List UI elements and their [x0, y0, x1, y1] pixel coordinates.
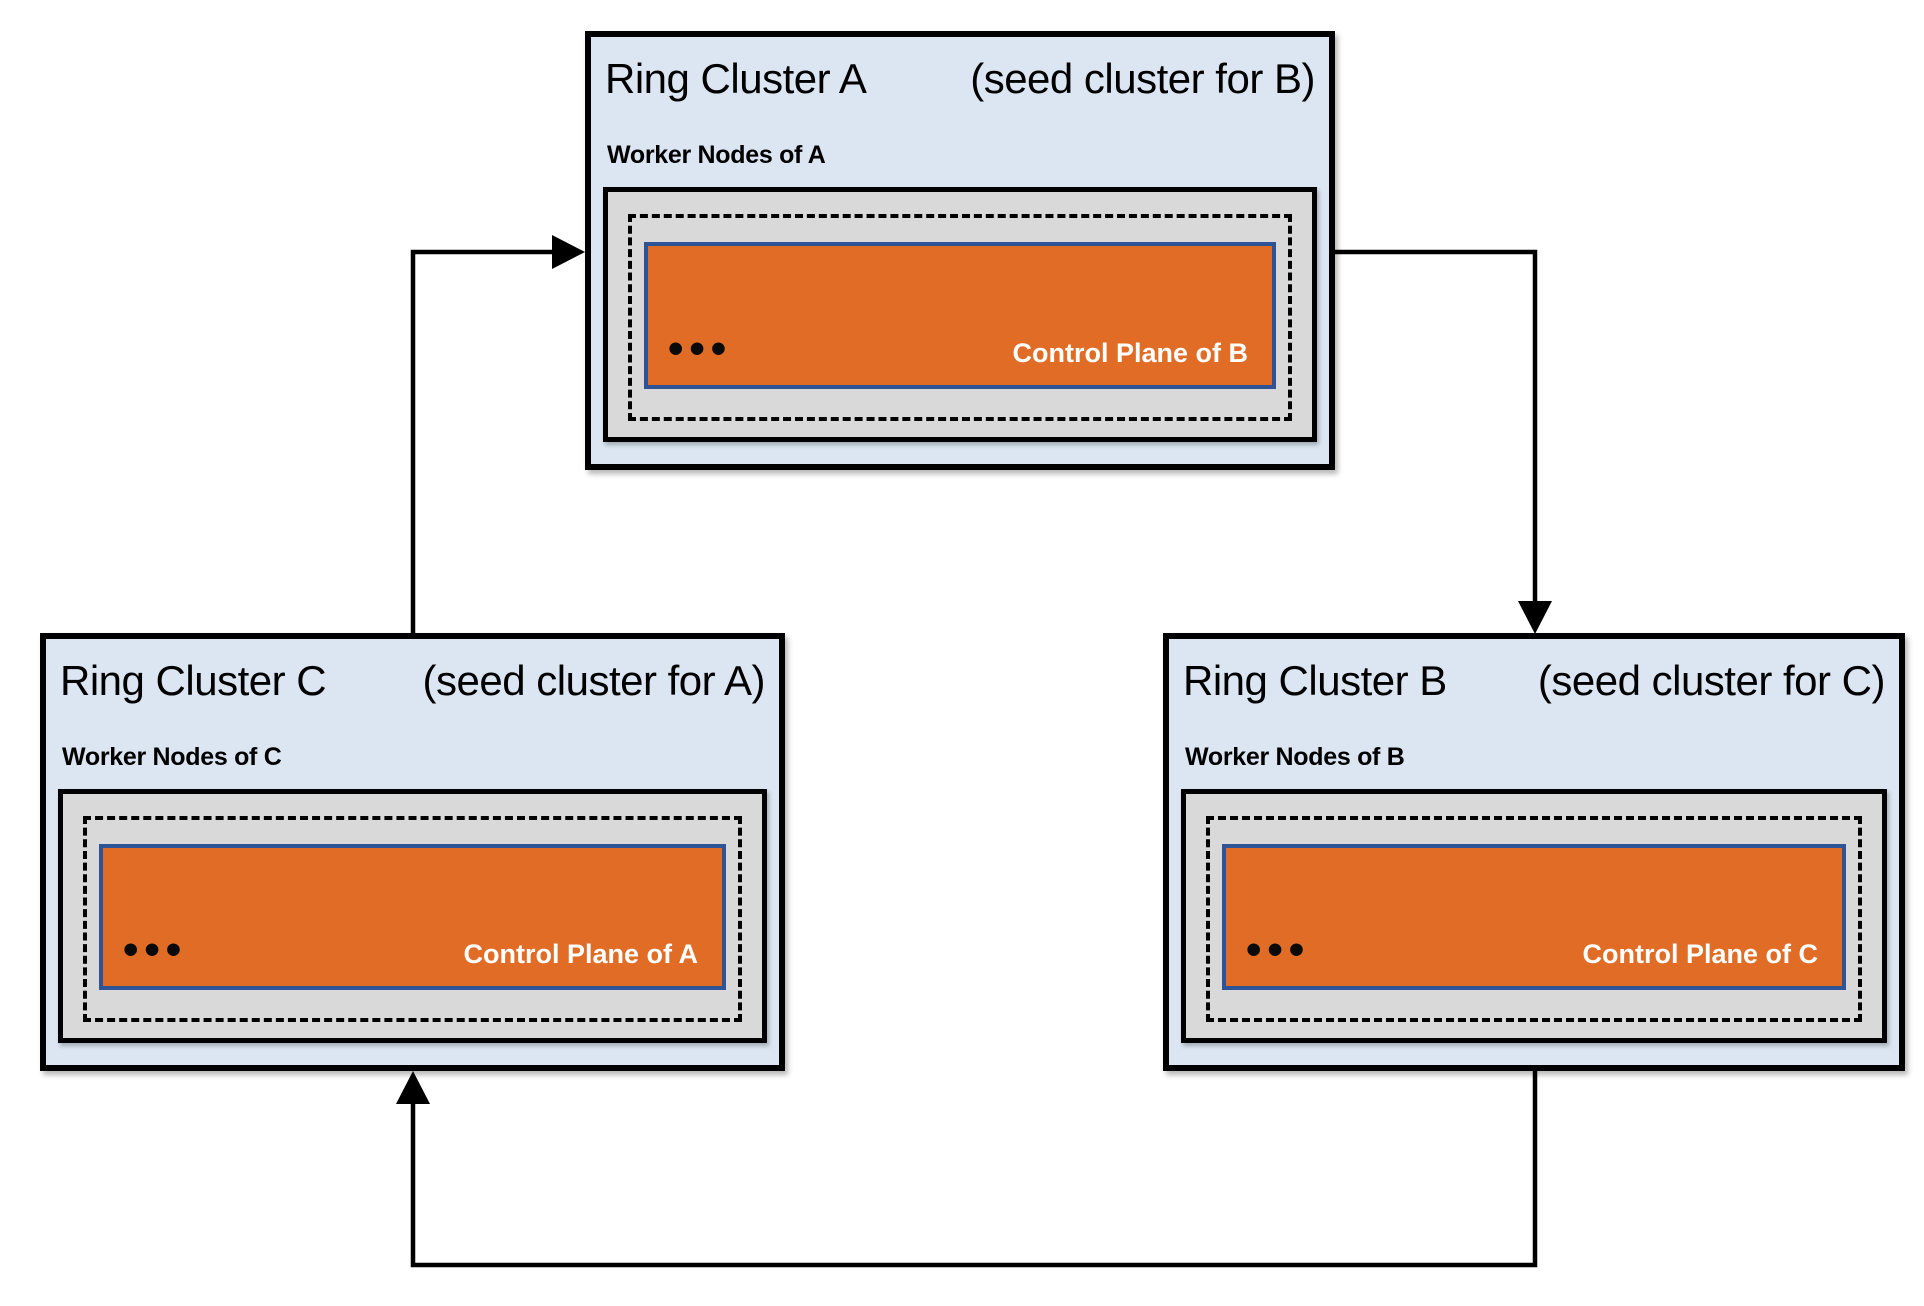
cluster-a-title-row: Ring Cluster A (seed cluster for B) [591, 37, 1329, 103]
control-plane-box: ••• Control Plane of A [99, 844, 726, 990]
dashed-boundary: ••• Control Plane of C [1206, 816, 1862, 1022]
control-plane-label: Control Plane of A [463, 939, 699, 969]
control-plane-label: Control Plane of C [1582, 939, 1819, 969]
cluster-b: Ring Cluster B (seed cluster for C) Work… [1163, 633, 1905, 1071]
ellipsis-dots: ••• [123, 925, 188, 974]
cluster-a: Ring Cluster A (seed cluster for B) Work… [585, 31, 1335, 470]
cluster-c: Ring Cluster C (seed cluster for A) Work… [40, 633, 785, 1071]
control-plane-box: ••• Control Plane of C [1222, 844, 1846, 990]
worker-node-box: ••• Control Plane of A [58, 789, 767, 1043]
dashed-boundary: ••• Control Plane of A [83, 816, 742, 1022]
ellipsis-dots: ••• [1246, 925, 1311, 974]
worker-node-box: ••• Control Plane of C [1181, 789, 1887, 1043]
arrow-b-to-c [396, 1070, 1538, 1268]
cluster-title: Ring Cluster B [1183, 657, 1447, 704]
worker-nodes-label: Worker Nodes of B [1185, 743, 1405, 771]
control-plane-label: Control Plane of B [1012, 338, 1249, 368]
worker-nodes-label: Worker Nodes of C [62, 743, 282, 771]
ellipsis-dots: ••• [668, 324, 733, 373]
arrow-c-to-a [410, 235, 585, 633]
control-plane-box: ••• Control Plane of B [644, 242, 1276, 389]
cluster-title: Ring Cluster C [60, 657, 327, 704]
arrow-a-to-b [1335, 249, 1552, 634]
seed-note: (seed cluster for A) [422, 657, 766, 704]
worker-node-box: ••• Control Plane of B [603, 187, 1317, 442]
cluster-c-title-row: Ring Cluster C (seed cluster for A) [46, 639, 779, 705]
seed-note: (seed cluster for C) [1537, 657, 1886, 704]
worker-nodes-label: Worker Nodes of A [607, 141, 826, 169]
dashed-boundary: ••• Control Plane of B [628, 214, 1292, 421]
seed-note: (seed cluster for B) [970, 55, 1315, 102]
cluster-title: Ring Cluster A [605, 55, 867, 102]
cluster-b-title-row: Ring Cluster B (seed cluster for C) [1169, 639, 1899, 705]
